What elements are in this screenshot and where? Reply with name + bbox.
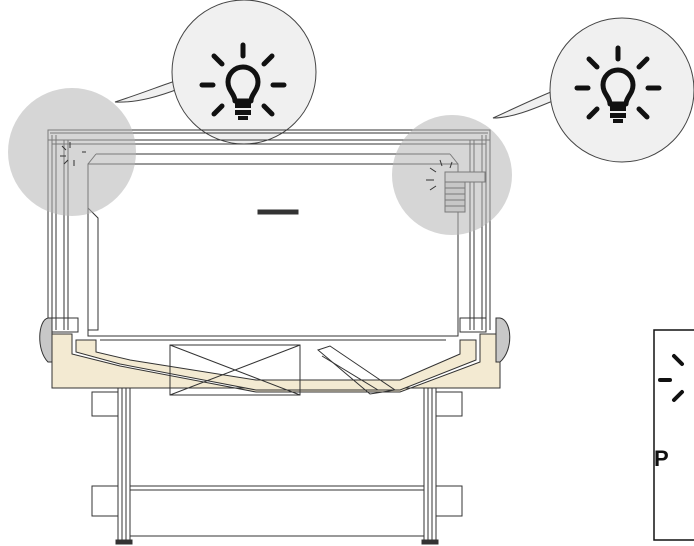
callout-bubble-right bbox=[492, 17, 694, 163]
legend-light-bulb-icon bbox=[658, 354, 684, 402]
counter-inner-tray bbox=[75, 339, 477, 391]
right-end-cap bbox=[495, 317, 511, 363]
left-end-cap bbox=[39, 317, 53, 363]
light-rays-left bbox=[60, 142, 86, 166]
tilted-tray bbox=[316, 345, 397, 395]
stand bbox=[91, 387, 463, 545]
light-bulb-icon bbox=[199, 42, 287, 120]
highlight-circle-right bbox=[392, 115, 512, 235]
light-rays-right bbox=[426, 159, 453, 191]
highlight-circle-left bbox=[8, 88, 136, 216]
callout-bubble-left bbox=[114, 0, 317, 145]
storage-crate bbox=[169, 344, 301, 396]
legend-label: P bbox=[654, 446, 669, 471]
legend-box bbox=[653, 329, 694, 541]
light-bulb-icon bbox=[574, 45, 662, 123]
